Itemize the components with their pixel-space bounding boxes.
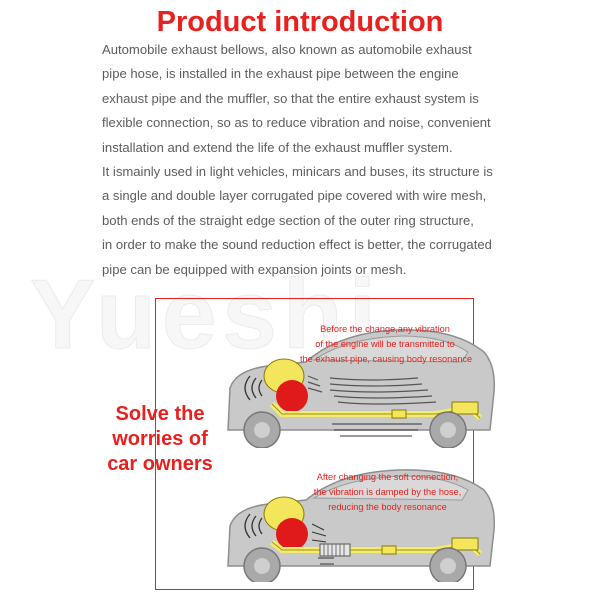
- pipe-joint: [381, 545, 397, 555]
- intro-line: pipe hose, is installed in the exhaust p…: [102, 66, 459, 82]
- intro-line: exhaust pipe and the muffler, so that th…: [102, 90, 479, 106]
- wheel-front: [243, 411, 281, 448]
- intro-line: in order to make the sound reduction eff…: [102, 237, 492, 253]
- page-title: Product introduction: [156, 6, 444, 38]
- before-note-line: Before the change,any vibration: [320, 324, 450, 334]
- car-before-illustration: [227, 329, 496, 448]
- side-note: Solve the worries of car owners: [100, 402, 220, 477]
- engine-red-part: [276, 518, 308, 550]
- wheel-front: [243, 547, 281, 582]
- ground-lines: [332, 423, 422, 437]
- vibration-lines: [307, 375, 437, 405]
- pipe-joint: [391, 409, 407, 419]
- after-note-line: reducing the body resonance: [328, 502, 447, 512]
- intro-line: pipe can be equipped with expansion join…: [102, 261, 407, 277]
- after-note-line: the vibration is damped by the hose,: [313, 487, 462, 497]
- before-note-line: the exhaust pipe, causing body resonance: [300, 354, 473, 364]
- muffler: [451, 401, 479, 415]
- after-note-line: After changing the soft connection,: [316, 472, 459, 482]
- side-note-line: worries of: [112, 428, 208, 450]
- intro-line: It ismainly used in light vehicles, mini…: [102, 164, 493, 180]
- intro-line: a single and double layer corrugated pip…: [102, 188, 487, 204]
- intro-line: Automobile exhaust bellows, also known a…: [102, 42, 472, 57]
- intro-line: both ends of the straight edge section o…: [102, 212, 474, 228]
- before-note: Before the change,any vibration of the e…: [300, 322, 473, 367]
- engine-waves: [244, 375, 263, 401]
- damped-lines: [311, 523, 334, 565]
- illustration-frame: [155, 298, 474, 590]
- window: [312, 335, 469, 363]
- intro-paragraph: Automobile exhaust bellows, also known a…: [102, 38, 522, 282]
- window: [312, 475, 469, 501]
- side-note-line: car owners: [107, 453, 213, 475]
- intro-line: installation and extend the life of the …: [102, 139, 453, 155]
- side-note-line: Solve the: [115, 403, 205, 425]
- muffler: [451, 537, 479, 551]
- engine-waves: [244, 513, 263, 539]
- wheel-rear: [429, 547, 467, 582]
- car-after-illustration: [227, 469, 496, 582]
- after-note: After changing the soft connection, the …: [305, 470, 470, 515]
- flex-hose: [319, 543, 351, 557]
- engine-red-part: [276, 380, 308, 412]
- intro-line: flexible connection, so as to reduce vib…: [102, 115, 491, 131]
- wheel-rear: [429, 411, 467, 448]
- before-note-line: of the engine will be transmitted to: [315, 339, 455, 349]
